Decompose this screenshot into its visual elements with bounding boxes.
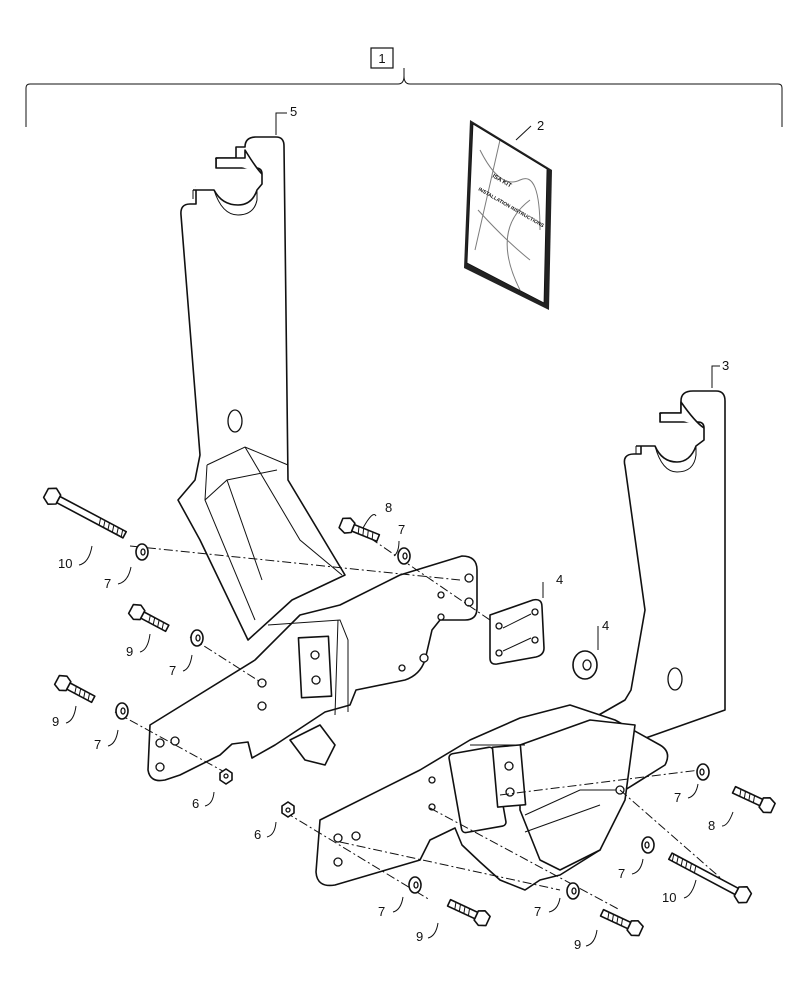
hex-bolt-9b	[53, 674, 96, 704]
flat-washer-7h	[566, 882, 580, 900]
left-base-plate	[147, 555, 478, 782]
callout-10a: 10	[58, 556, 72, 571]
callout-7h: 7	[534, 904, 541, 919]
callout-4-plate: 4	[556, 572, 563, 587]
callout-4-washer: 4	[602, 618, 609, 633]
hex-nut-6a	[219, 768, 233, 785]
callout-9b: 9	[52, 714, 59, 729]
callout-9d: 9	[574, 937, 581, 952]
leader-lines	[65, 112, 734, 947]
callout-7e: 7	[674, 790, 681, 805]
hex-bolt-10-right	[667, 852, 753, 904]
hex-bolt-8-top	[338, 517, 381, 543]
callout-8b: 8	[708, 818, 715, 833]
centerlines	[114, 537, 741, 911]
flat-washer-7g	[408, 876, 422, 894]
thick-spacer-washer	[572, 650, 598, 680]
callout-labels: 1 2 3 4 4 5 6 6 7 7 7 7 7 7 7 7 8 8 9 9 …	[52, 51, 729, 952]
left-upright-bracket	[177, 136, 346, 641]
hex-bolt-9d	[599, 908, 644, 937]
flat-washer-7c	[190, 629, 204, 647]
hex-nut-6b	[281, 801, 295, 818]
callout-3: 3	[722, 358, 729, 373]
hex-bolt-9a	[127, 603, 170, 633]
callout-6a: 6	[192, 796, 199, 811]
flat-washer-7a	[135, 543, 149, 561]
callout-10b: 10	[662, 890, 676, 905]
callout-7f: 7	[618, 866, 625, 881]
spacer-plate	[489, 598, 545, 665]
callout-7b: 7	[398, 522, 405, 537]
flat-washer-7f	[641, 836, 655, 854]
hex-bolt-8-right	[731, 785, 776, 814]
instruction-booklet: ISA KIT INSTALLATION INSTRUCTIONS	[464, 120, 552, 310]
hex-bolt-9c	[446, 898, 491, 927]
callout-6b: 6	[254, 827, 261, 842]
callout-7a: 7	[104, 576, 111, 591]
flat-washer-7b	[397, 547, 411, 565]
callout-5: 5	[290, 104, 297, 119]
flat-washer-7d	[115, 702, 129, 720]
callout-8a: 8	[385, 500, 392, 515]
callout-9c: 9	[416, 929, 423, 944]
flat-washer-7e	[696, 763, 710, 781]
callout-7g: 7	[378, 904, 385, 919]
callout-1: 1	[378, 51, 385, 66]
callout-9a: 9	[126, 644, 133, 659]
hex-bolt-10-left	[42, 487, 128, 539]
right-base-plate	[315, 704, 669, 891]
kit-bracket	[25, 47, 783, 127]
callout-7c: 7	[169, 663, 176, 678]
callout-2: 2	[537, 118, 544, 133]
callout-7d: 7	[94, 737, 101, 752]
